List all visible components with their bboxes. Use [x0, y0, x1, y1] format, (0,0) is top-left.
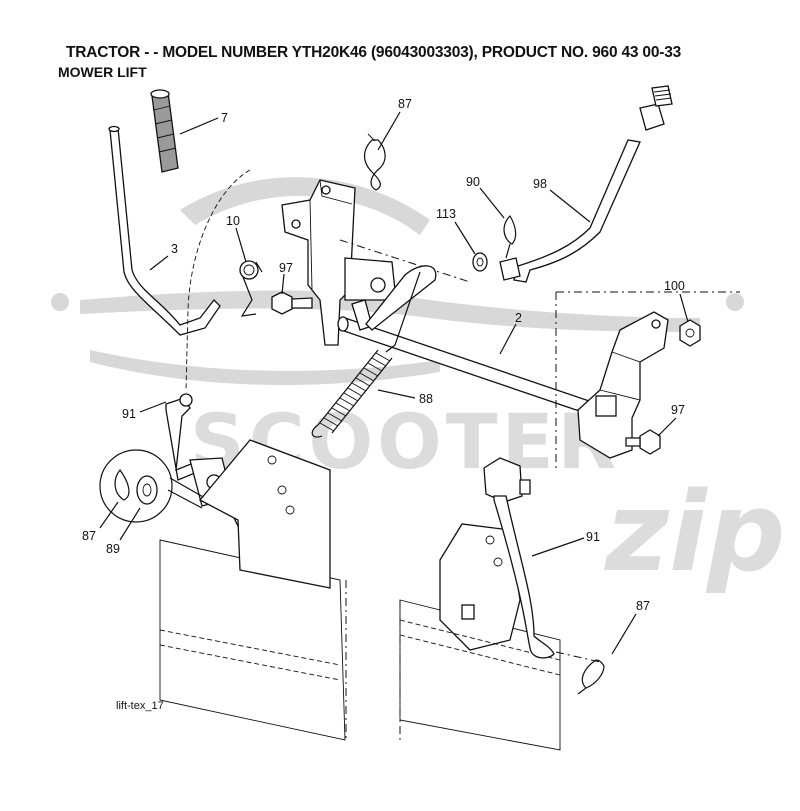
callout-7: 7	[221, 111, 228, 125]
lift-shaft-part	[337, 265, 599, 417]
torsion-spring-part	[239, 260, 263, 317]
callout-89: 89	[106, 542, 120, 556]
deck-panel-left	[159, 439, 347, 741]
callout-100: 100	[664, 279, 685, 293]
hairpin-90-part	[503, 215, 517, 259]
detail-inset	[99, 449, 206, 523]
pivot-centerline	[339, 239, 471, 283]
watermark-script: zip	[604, 468, 785, 596]
callout-labels: 7 87 10 97 3 90 98 113 100 2 88 91 97 87…	[82, 97, 685, 613]
callout-87-bottom: 87	[636, 599, 650, 613]
hairpin-clip-bottom-part	[577, 659, 605, 695]
extension-spring-part	[311, 271, 421, 438]
figure-id-label: lift-tex_17	[116, 700, 164, 712]
callout-97-right: 97	[671, 403, 685, 417]
assembly-line	[185, 169, 251, 391]
callout-10: 10	[226, 214, 240, 228]
reference-line-bottom	[555, 651, 601, 663]
callout-91-left: 91	[122, 407, 136, 421]
callout-90: 90	[466, 175, 480, 189]
pivot-bracket-part	[281, 179, 397, 346]
callout-98: 98	[533, 177, 547, 191]
diagram-title: TRACTOR - - MODEL NUMBER YTH20K46 (96043…	[66, 44, 682, 61]
hairpin-clip-top-part	[363, 133, 386, 191]
callout-113: 113	[436, 207, 456, 221]
callout-87-inset: 87	[82, 529, 96, 543]
handle-grip-part	[150, 89, 179, 173]
leader-lines	[99, 111, 689, 655]
lift-handle-rod-part	[108, 125, 221, 336]
callout-2: 2	[515, 311, 522, 325]
reference-line-right	[555, 291, 740, 470]
bolt-left-part	[271, 291, 313, 315]
bolt-right-part	[625, 429, 661, 455]
callout-87-top: 87	[398, 97, 412, 111]
rear-lift-link-right-part	[483, 457, 555, 659]
deck-panel-right	[399, 523, 561, 751]
watermark: SCOOTER zip	[51, 177, 785, 596]
callout-91-right: 91	[586, 530, 600, 544]
nut-100-part	[679, 319, 701, 347]
washer-113-part	[472, 252, 488, 272]
callout-88: 88	[419, 392, 433, 406]
diagram-subtitle: MOWER LIFT	[58, 64, 147, 80]
right-lift-arm-part	[577, 311, 669, 459]
callout-3: 3	[171, 242, 178, 256]
lift-link-rod-part	[499, 85, 673, 283]
callout-97-left: 97	[279, 261, 293, 275]
